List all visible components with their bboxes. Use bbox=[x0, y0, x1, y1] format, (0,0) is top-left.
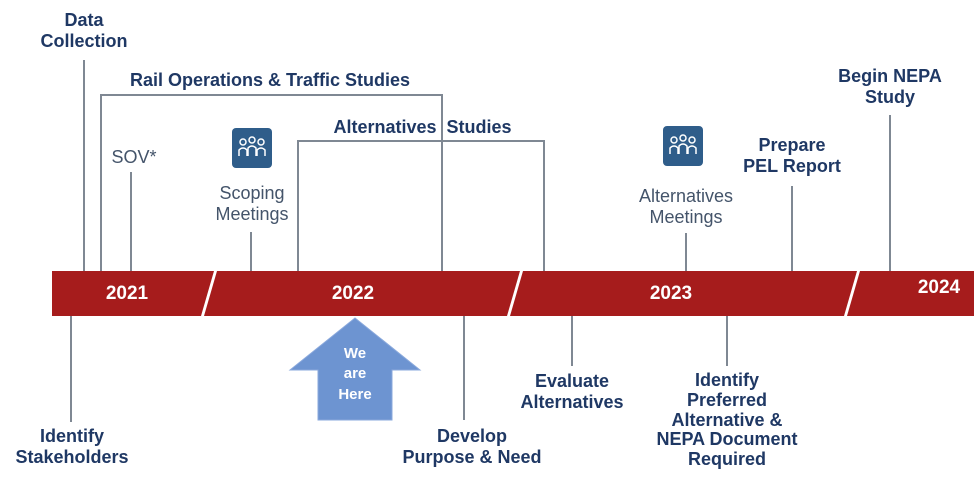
year-band-2022 bbox=[204, 271, 520, 316]
label-scoping-meetings: Scoping Meetings bbox=[215, 183, 289, 224]
label-develop-purpose: Develop Purpose & Need bbox=[402, 426, 542, 467]
people-group-icon bbox=[232, 128, 272, 168]
label-alternatives-meetings: Alternatives Meetings bbox=[638, 186, 734, 227]
year-label-2024: 2024 bbox=[917, 277, 961, 298]
year-label-2022: 2022 bbox=[331, 283, 375, 304]
label-identify-preferred: Identify Preferred Alternative & NEPA Do… bbox=[656, 370, 798, 470]
label-prepare-pel: Prepare PEL Report bbox=[743, 135, 841, 176]
label-data-collection: Data Collection bbox=[40, 10, 128, 51]
people-group-icon bbox=[663, 126, 703, 166]
label-begin-nepa: Begin NEPA Study bbox=[838, 66, 942, 107]
year-label-2021: 2021 bbox=[105, 283, 149, 304]
label-identify-stakeholders: Identify Stakeholders bbox=[15, 426, 129, 467]
label-rail-operations: Rail Operations & Traffic Studies bbox=[129, 70, 411, 90]
we-are-here-arrow bbox=[288, 317, 422, 421]
year-band-2021 bbox=[52, 271, 214, 316]
year-band-2024 bbox=[847, 271, 974, 316]
label-sov: SOV* bbox=[111, 147, 157, 167]
year-band-2023 bbox=[510, 271, 857, 316]
label-evaluate-alternatives: Evaluate Alternatives bbox=[520, 371, 624, 412]
connector-alternatives-studies bbox=[297, 140, 545, 271]
label-alternatives-studies: Alternatives Studies bbox=[333, 117, 512, 137]
we-are-here-label: We are Here bbox=[338, 345, 372, 403]
connector-rail-operations bbox=[100, 94, 443, 271]
year-label-2023: 2023 bbox=[649, 283, 693, 304]
